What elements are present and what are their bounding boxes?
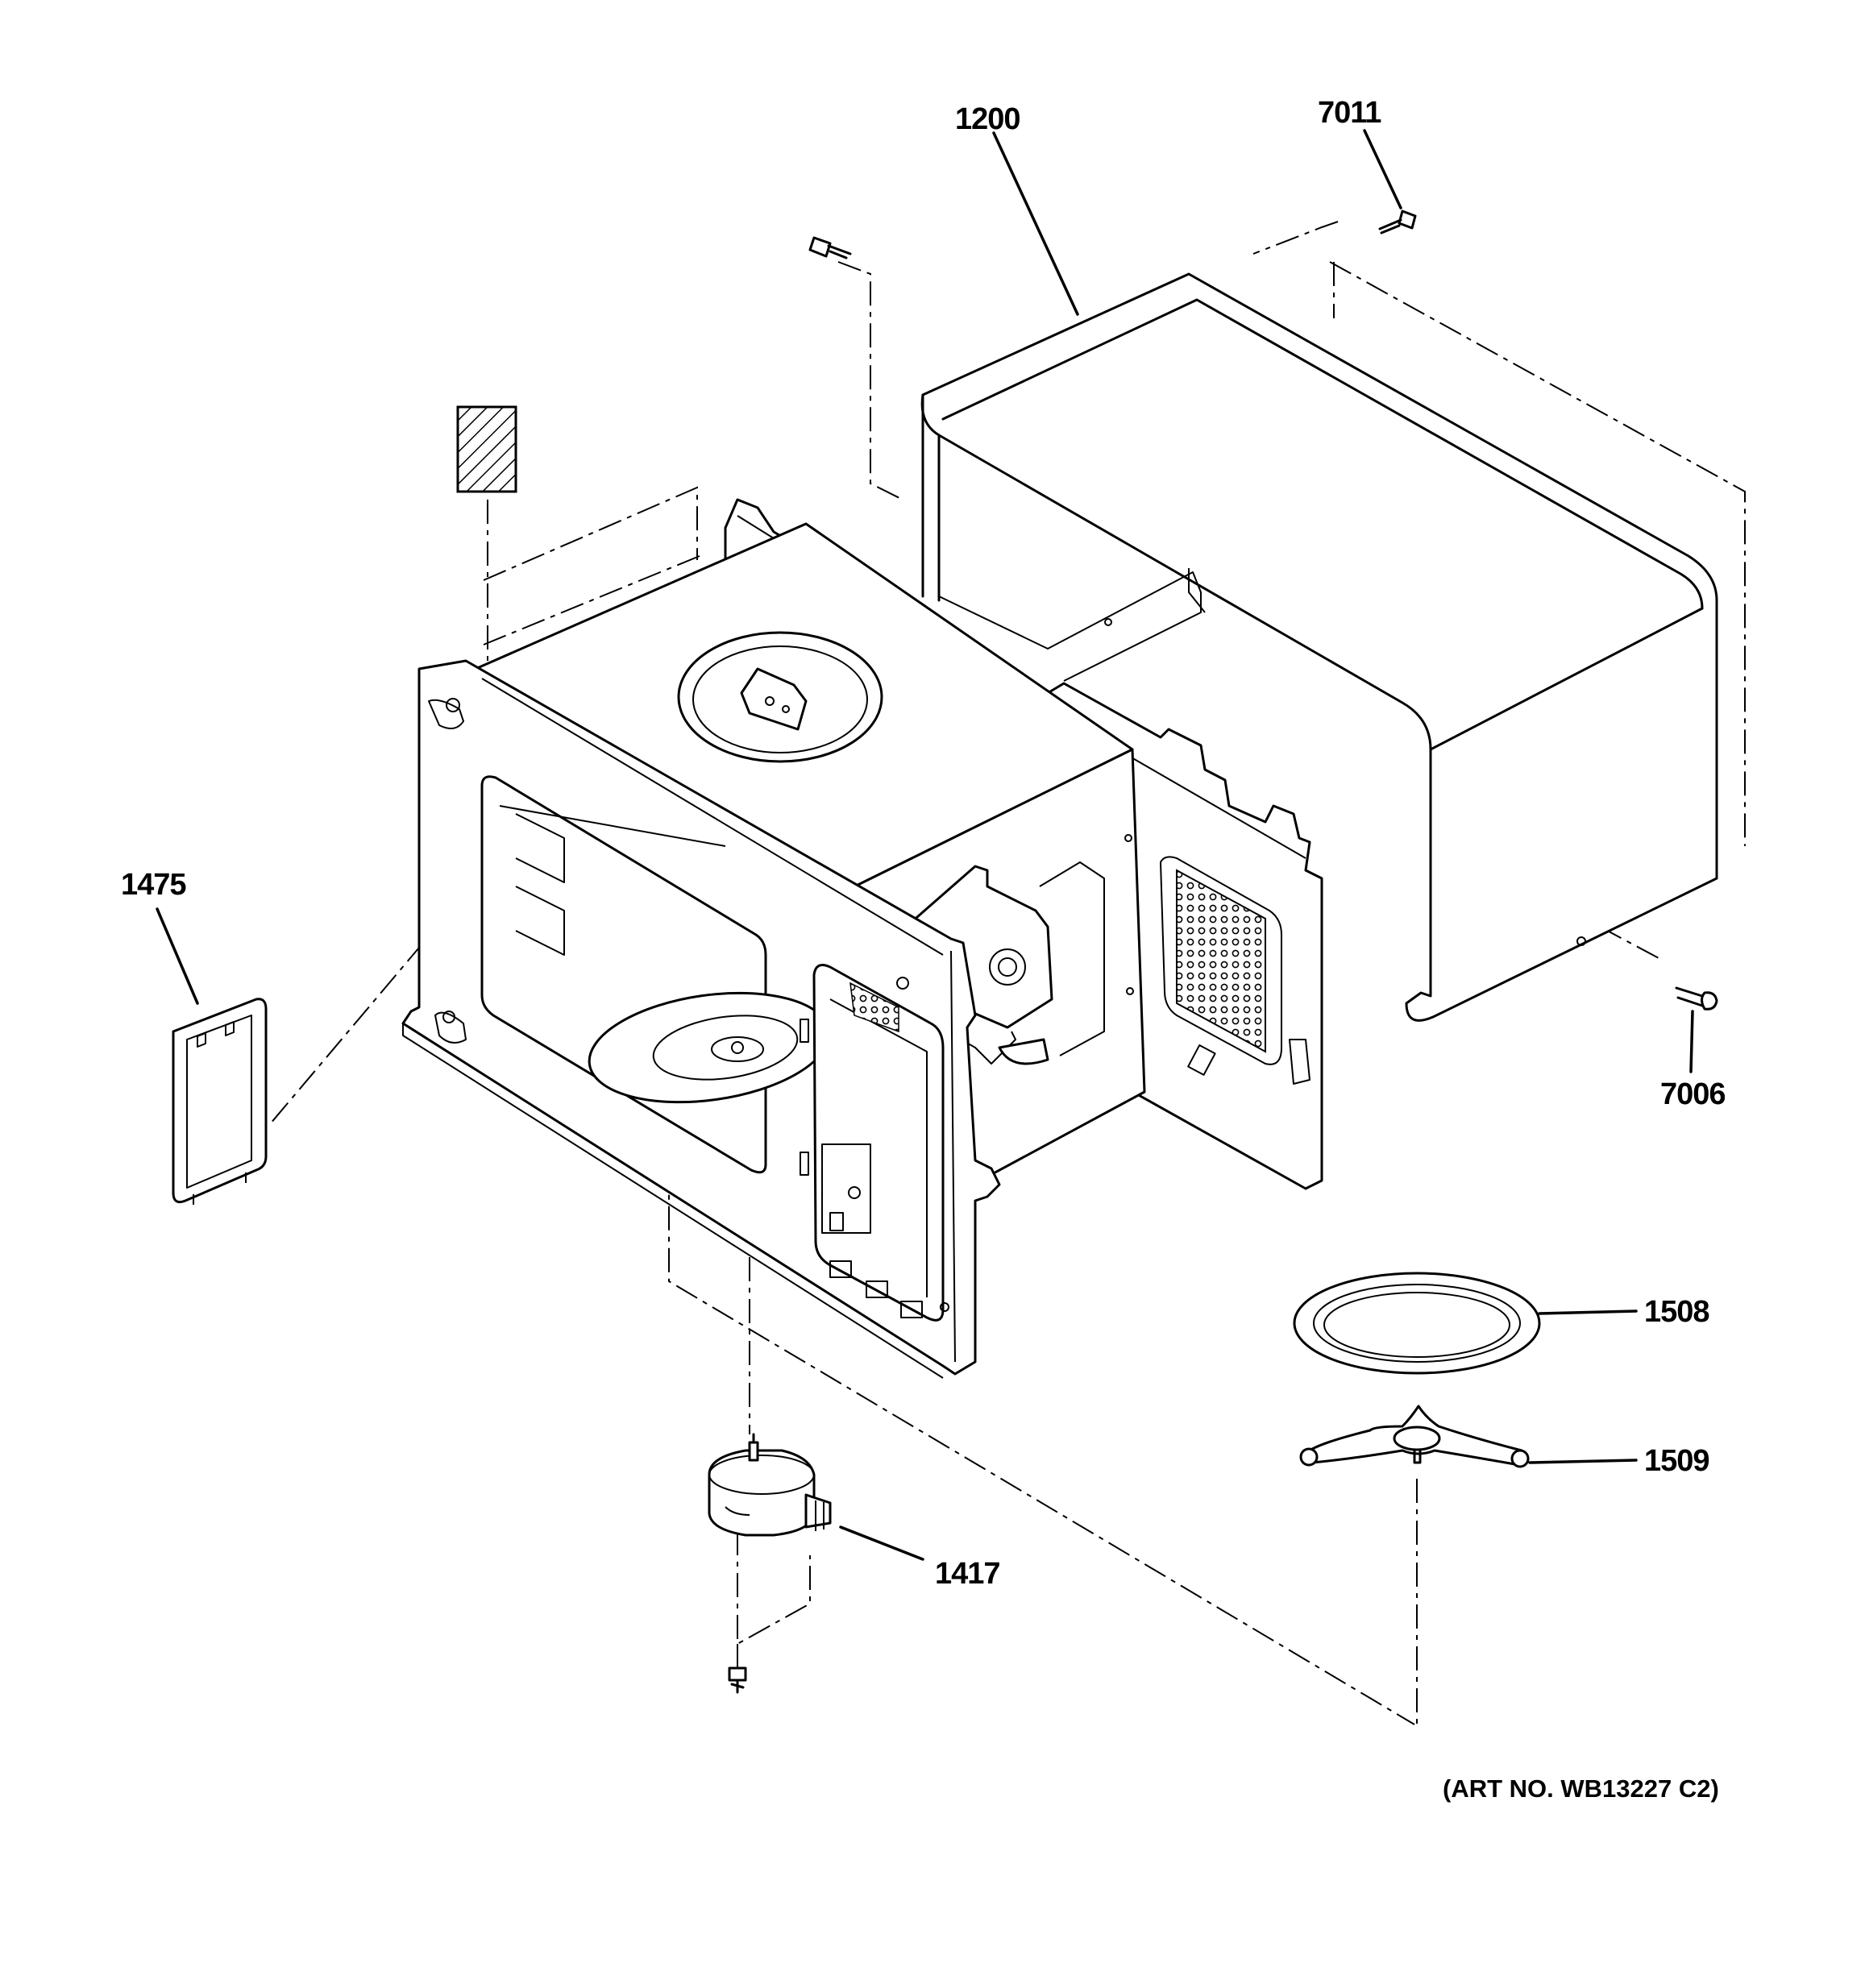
cavity-assembly — [401, 498, 1323, 1379]
screw-motor — [728, 1666, 747, 1694]
label-roller-support: 1509 — [1644, 1444, 1709, 1478]
label-case-screw-back: 7006 — [1660, 1077, 1726, 1111]
spacer-block — [456, 405, 517, 493]
turntable-motor — [708, 1433, 832, 1537]
leader-lines — [156, 129, 1694, 1561]
label-outer-case: 1200 — [955, 102, 1020, 136]
glass-tray — [1293, 1272, 1541, 1375]
label-turntable-motor: 1417 — [935, 1557, 1000, 1591]
waveguide-cover — [172, 998, 268, 1205]
label-glass-tray: 1508 — [1644, 1295, 1709, 1329]
label-waveguide-cover: 1475 — [121, 868, 186, 902]
screw-back — [1675, 986, 1718, 1011]
label-case-screw-top: 7011 — [1318, 96, 1381, 130]
screw-top-right — [1378, 210, 1417, 234]
outer-case — [920, 272, 1718, 1022]
art-number: (ART NO. WB13227 C2) — [1443, 1774, 1719, 1803]
part-labels: 1200 7011 1475 7006 1508 1509 1417 (ART … — [121, 96, 1726, 1803]
screw-top-left — [808, 236, 852, 259]
roller-support — [1299, 1405, 1530, 1468]
